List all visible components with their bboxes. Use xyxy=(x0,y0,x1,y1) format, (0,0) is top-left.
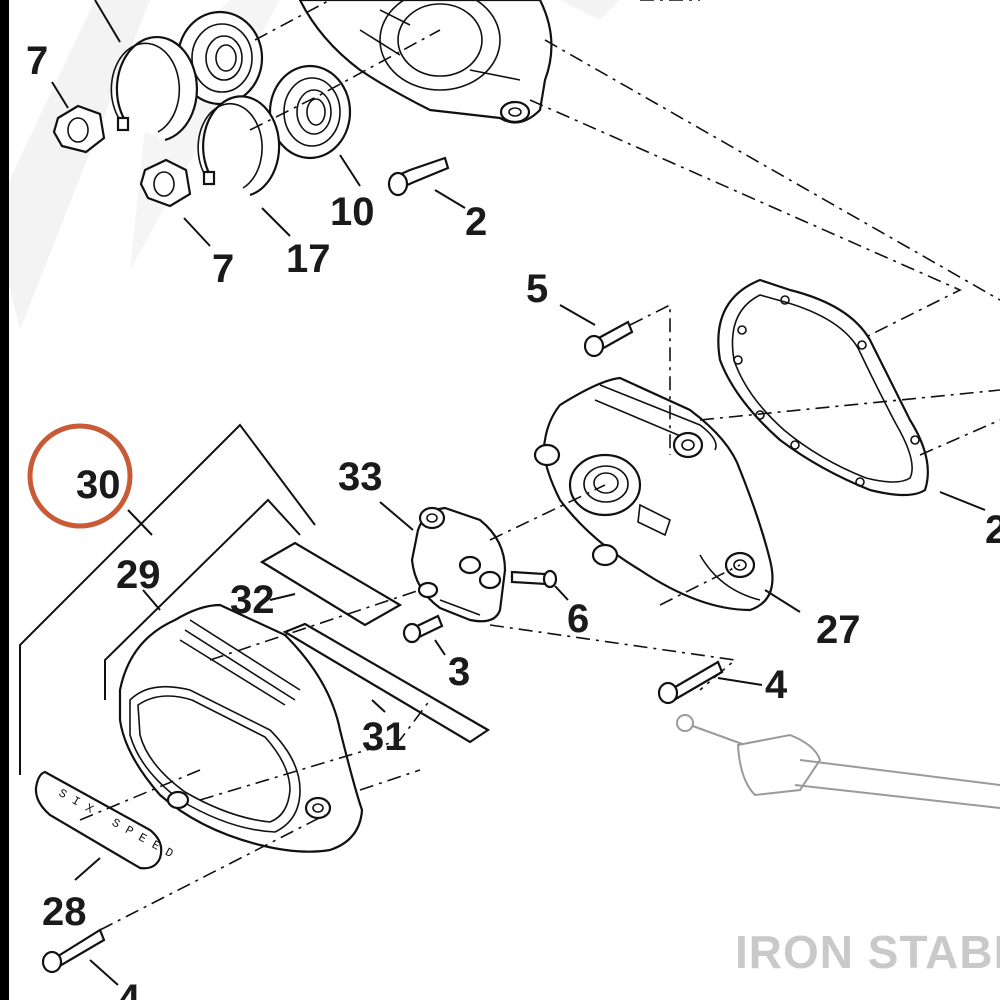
dashed-leader-mid-5 xyxy=(699,389,1000,421)
callout-2: 2 xyxy=(465,200,487,244)
clutch-cable xyxy=(676,714,1000,809)
dashed-leader-mid-6 xyxy=(919,419,1000,456)
screw-3 xyxy=(402,614,444,644)
dashed-leader-top-4 xyxy=(544,39,1000,301)
bleeder-fitting-6 xyxy=(510,569,558,589)
pad-32 xyxy=(259,541,403,627)
callout-7-lower: 7 xyxy=(212,247,234,291)
bolt-4-middle xyxy=(657,660,724,705)
transmission-top-cover xyxy=(118,603,364,853)
bolt-2-upper xyxy=(387,156,450,197)
callout-2-gasket: 2 xyxy=(985,508,1000,552)
retaining-ring-upper xyxy=(110,36,199,142)
kit-bracket-29 xyxy=(104,498,301,700)
highlight-circle-30 xyxy=(27,423,133,529)
dashed-leader-low-4 xyxy=(199,699,431,801)
clutch-actuator-33 xyxy=(410,506,507,623)
callout-17: 17 xyxy=(286,237,331,281)
transmission-case-fragment xyxy=(298,0,553,124)
callout-33: 33 xyxy=(338,455,383,499)
dashed-leader-low-1 xyxy=(99,814,326,931)
dashed-leader-top-3 xyxy=(529,99,962,401)
strip-31 xyxy=(282,622,491,744)
callout-4-middle: 4 xyxy=(765,663,788,707)
callout-30: 30 xyxy=(76,463,121,507)
callout-29: 29 xyxy=(116,553,161,597)
watermark-logo-text: IRON STABLE xyxy=(735,926,1000,978)
kit-bracket-30 xyxy=(19,423,316,775)
callout-31: 31 xyxy=(362,715,407,759)
left-border xyxy=(0,0,9,1000)
callout-5: 5 xyxy=(526,267,548,311)
dashed-leader-mid-2 xyxy=(489,484,606,541)
dashed-leader-low-2 xyxy=(79,769,201,821)
leader-lines xyxy=(51,0,986,986)
bearing-lower xyxy=(268,64,352,160)
side-cover xyxy=(533,376,774,612)
callout-4-lower: 4 xyxy=(118,977,141,1000)
callout-27: 27 xyxy=(816,608,861,652)
gasket xyxy=(717,278,929,497)
bolt-5 xyxy=(583,320,634,358)
dashed-leader-low-3 xyxy=(209,589,421,661)
dashed-leader-top-1 xyxy=(254,0,331,41)
callout-32: 32 xyxy=(230,578,275,622)
callout-3: 3 xyxy=(448,650,470,694)
bolt-4-lower xyxy=(41,928,106,974)
callout-28: 28 xyxy=(42,890,87,934)
callout-7-upper: 7 xyxy=(26,39,48,83)
retaining-ring-lower xyxy=(197,95,281,197)
dashed-leader-low-5 xyxy=(359,769,421,791)
hex-nut-upper xyxy=(52,104,106,154)
callout-6: 6 xyxy=(567,597,589,641)
hex-nut-lower xyxy=(139,158,192,208)
callout-10: 10 xyxy=(330,190,375,234)
dashed-leader-top-2 xyxy=(249,29,441,131)
